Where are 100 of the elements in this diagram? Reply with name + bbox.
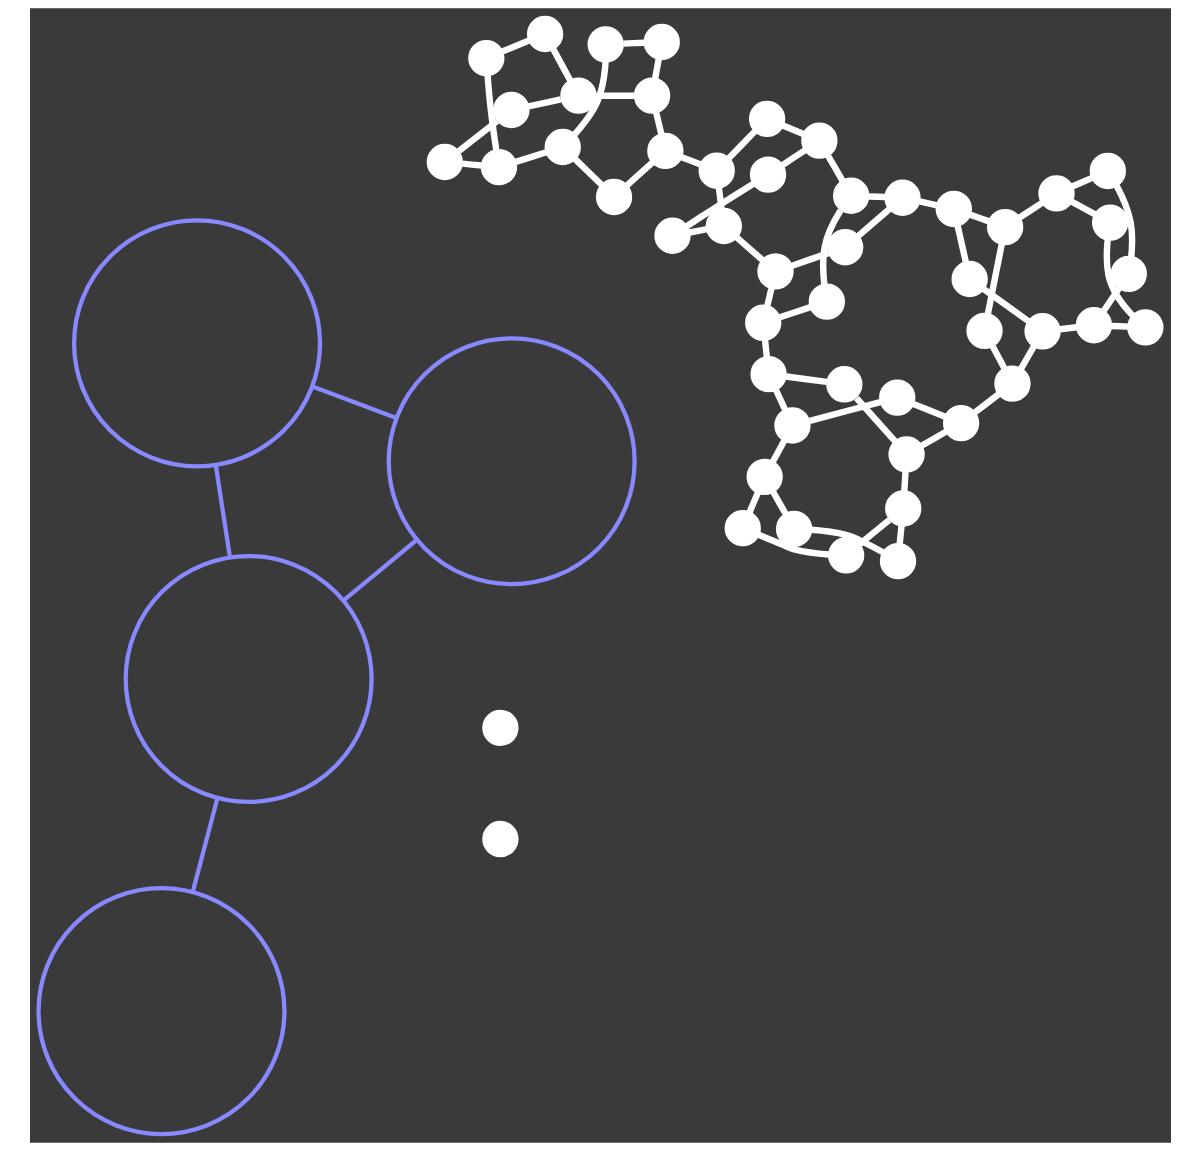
node-circle (757, 253, 794, 290)
node-circle (544, 128, 581, 166)
connector (770, 490, 789, 516)
node-circle (587, 26, 624, 63)
connector (984, 243, 1005, 315)
connector (624, 160, 655, 188)
connector (918, 198, 938, 209)
node-circle (482, 709, 519, 747)
node-circle (801, 122, 838, 159)
connector (825, 154, 846, 183)
node-circle (493, 91, 530, 129)
connector (342, 538, 419, 603)
connector (856, 206, 892, 239)
connector (1101, 286, 1122, 313)
node-circle (705, 207, 742, 245)
connector (857, 517, 892, 547)
connector (572, 156, 604, 188)
node-circle (827, 537, 865, 574)
connector (734, 234, 765, 263)
connector (901, 471, 909, 492)
connector (778, 304, 812, 321)
node-circle (1127, 309, 1164, 346)
node-circle (888, 436, 925, 473)
connector (973, 391, 1001, 415)
node-circle (884, 179, 921, 216)
node-circle (123, 553, 374, 805)
node-circle (994, 365, 1031, 402)
node-circle (647, 132, 684, 170)
node-circle (1089, 152, 1126, 190)
connector (1103, 239, 1136, 318)
connector (715, 187, 725, 210)
connector (684, 180, 756, 229)
connector (501, 37, 531, 55)
connector (981, 286, 1031, 324)
connector (456, 118, 500, 154)
node-circle (633, 77, 671, 114)
node-circle (827, 229, 864, 266)
node-circle (749, 156, 787, 193)
node-circle (426, 143, 463, 181)
node-circle (885, 490, 922, 527)
connector (1018, 344, 1037, 371)
connector (896, 525, 905, 545)
connector (761, 339, 770, 358)
connector (596, 92, 635, 99)
connector (781, 122, 805, 137)
connector (190, 797, 220, 893)
connector (808, 399, 882, 424)
node-circle (1092, 204, 1129, 241)
node-circle (745, 304, 782, 341)
connector (462, 160, 483, 169)
connector (854, 395, 898, 444)
node-circle (966, 312, 1003, 349)
node-circle (775, 510, 813, 548)
node-circle (942, 404, 980, 442)
connector (781, 147, 807, 168)
connector (653, 111, 665, 135)
node-circle (526, 15, 564, 53)
connector (912, 401, 947, 420)
node-circle (654, 217, 691, 254)
connector (969, 211, 990, 225)
node-circle (808, 283, 845, 320)
node-circle (833, 177, 870, 214)
node-circle (935, 190, 972, 228)
node-circle (643, 23, 680, 61)
connector (1113, 184, 1136, 257)
connector (770, 439, 788, 464)
node-circle (482, 820, 519, 858)
connector (688, 226, 708, 236)
connector (1070, 198, 1097, 217)
connector (868, 193, 886, 201)
node-circle (986, 208, 1024, 246)
node-circle (698, 152, 735, 189)
node-circle (560, 77, 597, 114)
node-circle (480, 148, 518, 186)
connector (550, 48, 573, 82)
connector (726, 129, 758, 161)
node-circle (774, 407, 811, 444)
connector (989, 344, 1008, 370)
connector (680, 154, 702, 168)
node-circle (386, 336, 637, 587)
connector (746, 491, 761, 514)
node-circle (1075, 307, 1113, 344)
connector (811, 526, 885, 556)
connector (1059, 324, 1077, 333)
connector (919, 429, 948, 449)
connector (791, 250, 830, 269)
node-circle (748, 100, 786, 137)
node-circle (595, 178, 633, 216)
connector (213, 465, 232, 558)
connector (311, 384, 398, 421)
node-circle (746, 458, 783, 495)
connector (623, 39, 645, 47)
node-circle (724, 510, 761, 547)
node-circle (1110, 255, 1147, 293)
node-circle (36, 886, 287, 1137)
connector (785, 373, 828, 386)
node-circle (468, 39, 505, 77)
connector (484, 75, 500, 151)
node-circle (1024, 313, 1061, 350)
node-circle (879, 379, 916, 416)
